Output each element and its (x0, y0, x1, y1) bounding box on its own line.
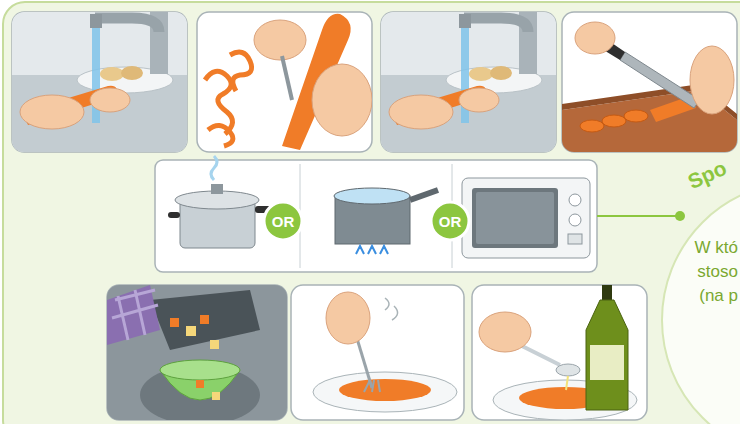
oil-scene-part (479, 312, 531, 352)
pressure-cooker-part (211, 156, 217, 180)
mashing-scene-part (364, 380, 380, 392)
background-panel (3, 2, 740, 424)
slicing-scene-part (624, 110, 648, 122)
oil-scene-part (566, 376, 568, 390)
mashing-scene-part (313, 372, 457, 412)
step-frame-part (291, 285, 464, 420)
draining-scene-part (196, 380, 204, 388)
slicing-scene-part (602, 115, 626, 127)
microwave (462, 178, 590, 258)
saucepan-part (410, 190, 438, 200)
oil-scene-part (586, 300, 628, 410)
washing-scene-part (100, 67, 124, 81)
peeling-scene-part (282, 56, 292, 100)
microwave-part (472, 188, 558, 248)
draining-scene-part (210, 340, 219, 349)
oil-scene-part (556, 364, 580, 376)
microwave-part (476, 192, 554, 244)
circle-heading: Spo (684, 156, 730, 194)
saucepan-part (334, 188, 410, 204)
draining-scene-part (160, 360, 240, 380)
draining-scene-part (112, 290, 158, 340)
washing-scene-part (90, 88, 130, 112)
peeling-scene-part (208, 125, 233, 146)
slicing-scene-part (575, 22, 615, 54)
cooking-options-box-part (155, 160, 597, 272)
draining-scene-part (150, 290, 260, 350)
rinsing-scene-part (464, 18, 528, 32)
rinsing-scene-part (490, 66, 512, 80)
mashing-scene-part (385, 298, 398, 320)
draining-scene-part (186, 326, 196, 336)
saucepan (334, 188, 438, 254)
step-frame-part (197, 12, 372, 152)
mashing-scene-part (339, 379, 431, 401)
background-panel-part (3, 2, 740, 424)
washing-scene (12, 12, 187, 152)
or-badge: OR (430, 201, 470, 241)
slicing-scene-part (620, 52, 700, 108)
pressure-cooker-part (211, 184, 223, 194)
leader-line (597, 211, 685, 221)
slicing-scene-part (580, 120, 604, 132)
oil-scene-part (590, 345, 624, 380)
oil-scene-part (602, 285, 612, 300)
mashing-scene-part (326, 292, 370, 344)
pressure-cooker-part (168, 212, 180, 218)
draining-scene-part (107, 285, 160, 345)
badge-fill (264, 202, 302, 240)
step-frame-part (472, 285, 647, 420)
step-frame-part (562, 12, 737, 152)
step-frame-part (107, 285, 287, 420)
peeling-scene-part (312, 64, 372, 136)
rinsing-scene-part (459, 88, 499, 112)
microwave-part (462, 178, 590, 258)
mashing-scene (313, 292, 457, 412)
washing-scene-part (20, 95, 84, 129)
tip-circle: SpoW któ stoso (na p (660, 180, 740, 424)
circle-text: W któ stoso (na p (692, 236, 738, 308)
draining-scene (107, 285, 287, 420)
leader-line-part (675, 211, 685, 221)
or-badge: OR (263, 201, 303, 241)
microwave-part (569, 214, 581, 226)
peeling-scene-part (230, 52, 252, 91)
rinsing-scene-part (469, 67, 493, 81)
slicing-scene-part (690, 46, 734, 114)
washing-scene-part (90, 14, 102, 28)
microwave-part (569, 194, 581, 206)
badge-fill (431, 202, 469, 240)
saucepan-part (356, 246, 388, 254)
or-label: OR (430, 201, 470, 241)
microwave-part (568, 234, 582, 244)
washing-scene-part (95, 18, 159, 32)
rinsing-scene-part (459, 14, 471, 28)
cooking-options-box (155, 160, 597, 272)
washing-scene-part (121, 66, 143, 80)
draining-scene-part (212, 392, 220, 400)
oil-scene (479, 285, 637, 420)
pressure-cooker (168, 156, 277, 248)
draining-scene-part (107, 285, 287, 420)
leader-line-part (597, 215, 680, 217)
or-label: OR (263, 201, 303, 241)
draining-scene-part (170, 318, 179, 327)
rinsing-scene-part (389, 95, 453, 129)
circle-fill (662, 182, 740, 424)
peeling-scene-part (254, 20, 306, 60)
peeling-scene (205, 14, 372, 150)
rinsing-scene (381, 12, 556, 152)
slicing-scene (562, 22, 737, 152)
draining-scene-part (200, 315, 209, 324)
